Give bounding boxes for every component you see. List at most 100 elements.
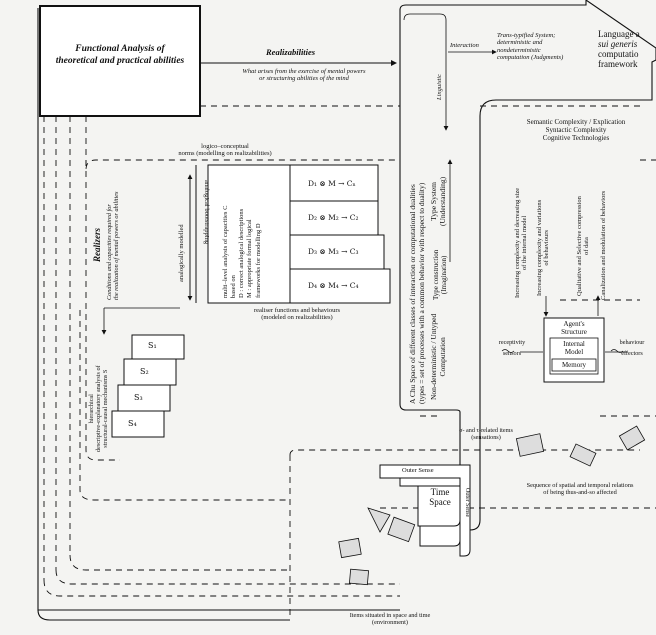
increasing-complexity-behaviours: Increasing complexity and variations of … bbox=[536, 200, 551, 296]
items-situated-line-1: Items situated in space and time bbox=[349, 612, 431, 619]
increasing2-line-1: Increasing complexity and variations bbox=[536, 199, 543, 296]
sigma-line-1: σ- and τ-related items bbox=[459, 427, 513, 434]
multilevel-line-4: M : appropriate formal logical bbox=[246, 219, 254, 298]
items-situated-line-2: (environment) bbox=[371, 619, 409, 627]
language-line-4: framework bbox=[598, 58, 638, 69]
trans-typified-line-4: computation (Judgments) bbox=[497, 54, 564, 62]
trans-typified-line-3: nondeterministic bbox=[497, 46, 541, 54]
multilevel-line-3: D : correct analogical descriptions bbox=[238, 208, 246, 298]
multilevel-line-2: based on bbox=[230, 275, 238, 298]
step-s2: S₂ bbox=[140, 367, 149, 376]
logico-line-2: norms (modelling on realizabilities) bbox=[178, 150, 272, 158]
analogically-modelled-label: analogically modelled bbox=[178, 224, 185, 282]
formula-2: D₂ ⊗ M₂ → C₂ bbox=[308, 213, 359, 222]
multilevel-line-1: multi–level analysis of capacities C bbox=[222, 205, 229, 298]
qualitative-line-1: Qualitative and Selective compression bbox=[576, 196, 583, 296]
chu-space-text: A Chu Space of different classes of inte… bbox=[408, 183, 427, 404]
time-label: Time bbox=[430, 487, 450, 497]
realiser-functions: realiser functions and behaviours (model… bbox=[222, 307, 372, 322]
hierarchical-line-2: descriptive-explanatory analysis of bbox=[95, 365, 103, 452]
type-construction-line-2: (Imagination) bbox=[440, 255, 449, 295]
title-line-1: Functional Analysis of bbox=[75, 44, 165, 54]
nondeterministic-line-2: Computation bbox=[437, 337, 447, 377]
hierarchical-analysis: hierarchical descriptive-explanatory ana… bbox=[88, 365, 109, 452]
realizers-line-2: the realization of mental powers or abil… bbox=[113, 191, 121, 300]
realizers-heading: Realizers bbox=[92, 227, 102, 262]
sigma-line-2: (sensations) bbox=[471, 434, 501, 442]
realizers-line-1: Conditions and capacities required for bbox=[106, 204, 113, 300]
increasing1-line-2: of the internal model bbox=[521, 215, 529, 271]
agent-structure-title: Agent's Structure bbox=[544, 320, 604, 336]
canalization-label: Canalization and modulation of behaviors bbox=[600, 190, 607, 300]
realizers-conditions: Conditions and capacities required for t… bbox=[106, 192, 120, 300]
trans-typified-system: Trans-typified System; deterministic and… bbox=[497, 32, 563, 62]
formula-4: D₄ ⊗ M₄ → C₄ bbox=[308, 281, 359, 290]
title-line-2: theoretical and practical abilities bbox=[55, 55, 185, 66]
step-s1: S₁ bbox=[148, 341, 157, 350]
qualitative-line-2: of data bbox=[583, 237, 591, 256]
time-space: Time Space bbox=[420, 487, 460, 508]
receptivity-sensors: receptivity sensors bbox=[488, 338, 536, 359]
hierarchical-line-1: hierarchical bbox=[88, 394, 95, 424]
behaviour-effectors: behaviour effectors bbox=[608, 338, 656, 359]
receptivity-line-1: receptivity bbox=[498, 339, 526, 346]
language-line-2: sui generis bbox=[598, 38, 638, 49]
increasing-complexity-size: Increasing complexity and decreasing siz… bbox=[514, 188, 529, 298]
behaviour-line-2: effectors bbox=[621, 349, 643, 357]
logico-conceptual-norms: logico–conceptual norms (modelling on re… bbox=[150, 143, 300, 158]
logico-line-1: logico–conceptual bbox=[201, 143, 249, 150]
realiser-functions-line-2: (modeled on realizabilities) bbox=[261, 314, 333, 322]
language-label: Language a sui generis computatio framew… bbox=[598, 29, 640, 70]
step-s3: S₃ bbox=[134, 393, 143, 402]
sequence-line-1: Sequence of spatial and temporal relatio… bbox=[526, 482, 634, 489]
realiser-functions-line-1: realiser functions and behaviours bbox=[253, 307, 341, 314]
internal-line-1: Internal bbox=[563, 340, 585, 348]
language-line-3: computatio bbox=[598, 48, 639, 59]
nondeterministic-computation: Non-deterministic / Untyped Computation bbox=[429, 314, 447, 400]
outer-sense-vertical: Outer Sense bbox=[464, 488, 470, 518]
realizabilities-line-1: What arises from the exercise of mental … bbox=[242, 68, 366, 75]
qualitative-compression: Qualitative and Selective compression of… bbox=[576, 196, 591, 296]
realizabilities-description: What arises from the exercise of mental … bbox=[214, 68, 394, 83]
sequence-line-2: of being thus-and-so affected bbox=[543, 489, 617, 497]
step-s4: S₄ bbox=[128, 419, 137, 428]
multilevel-line-5: frameworks for modelling D bbox=[254, 223, 262, 298]
space-label: Space bbox=[429, 496, 451, 507]
chu-space-line-1: A Chu Space of different classes of inte… bbox=[408, 184, 417, 404]
type-system-line-2: (Understanding) bbox=[437, 176, 447, 226]
semantic-complexity: Semantic Complexity / Explication Syntac… bbox=[496, 118, 656, 142]
formula-3: D₃ ⊗ M₃ → C₃ bbox=[308, 247, 359, 256]
trans-typified-line-1: Trans-typified System; bbox=[497, 32, 556, 39]
sigma-tau-items: σ- and τ-related items (sensations) bbox=[434, 427, 538, 441]
agent-title-line-2: Structure bbox=[561, 328, 587, 337]
items-situated: Items situated in space and time (enviro… bbox=[320, 612, 460, 626]
internal-line-2: Model bbox=[564, 348, 584, 357]
outer-sense-label: Outer Sense bbox=[402, 467, 434, 474]
increasing2-line-2: of behaviours bbox=[543, 230, 551, 266]
chu-space-line-2: (types = set of processes with a common … bbox=[417, 182, 427, 404]
type-construction-line-1: Type construction bbox=[432, 249, 440, 300]
linguistic-label: Linguistic bbox=[436, 73, 443, 100]
multilevel-analysis: multi–level analysis of capacities C bas… bbox=[222, 206, 263, 298]
agent-title-line-1: Agent's bbox=[563, 320, 585, 328]
memory-label: Memory bbox=[561, 361, 587, 369]
formula-1: D₁ ⊗ M → Cₙ bbox=[308, 179, 356, 188]
sensation-objects-illustration bbox=[338, 425, 646, 586]
internal-model: Internal Model bbox=[550, 340, 598, 356]
sequence-relations: Sequence of spatial and temporal relatio… bbox=[504, 482, 656, 496]
increasing1-line-1: Increasing complexity and decreasing siz… bbox=[514, 187, 521, 298]
page-title: Functional Analysis of theoretical and p… bbox=[44, 44, 196, 68]
realizabilities-heading: Realizabilities bbox=[266, 47, 316, 57]
semantic-line-2: Syntactic Complexity bbox=[545, 126, 607, 135]
receptivity-line-2: sensors bbox=[502, 349, 522, 357]
interaction-label: Interaction bbox=[450, 42, 479, 49]
semantic-line-1: Semantic Complexity / Explication bbox=[526, 118, 626, 126]
behaviour-line-1: behaviour bbox=[619, 339, 645, 346]
type-construction: Type construction (Imagination) bbox=[432, 250, 448, 300]
trans-typified-line-2: deterministic and bbox=[497, 39, 543, 47]
realizabilities-line-2: or structuring abilities of the mind bbox=[259, 75, 349, 83]
semantic-line-3: Cognitive Technologies bbox=[542, 134, 610, 143]
language-line-1: Language a bbox=[598, 29, 640, 39]
